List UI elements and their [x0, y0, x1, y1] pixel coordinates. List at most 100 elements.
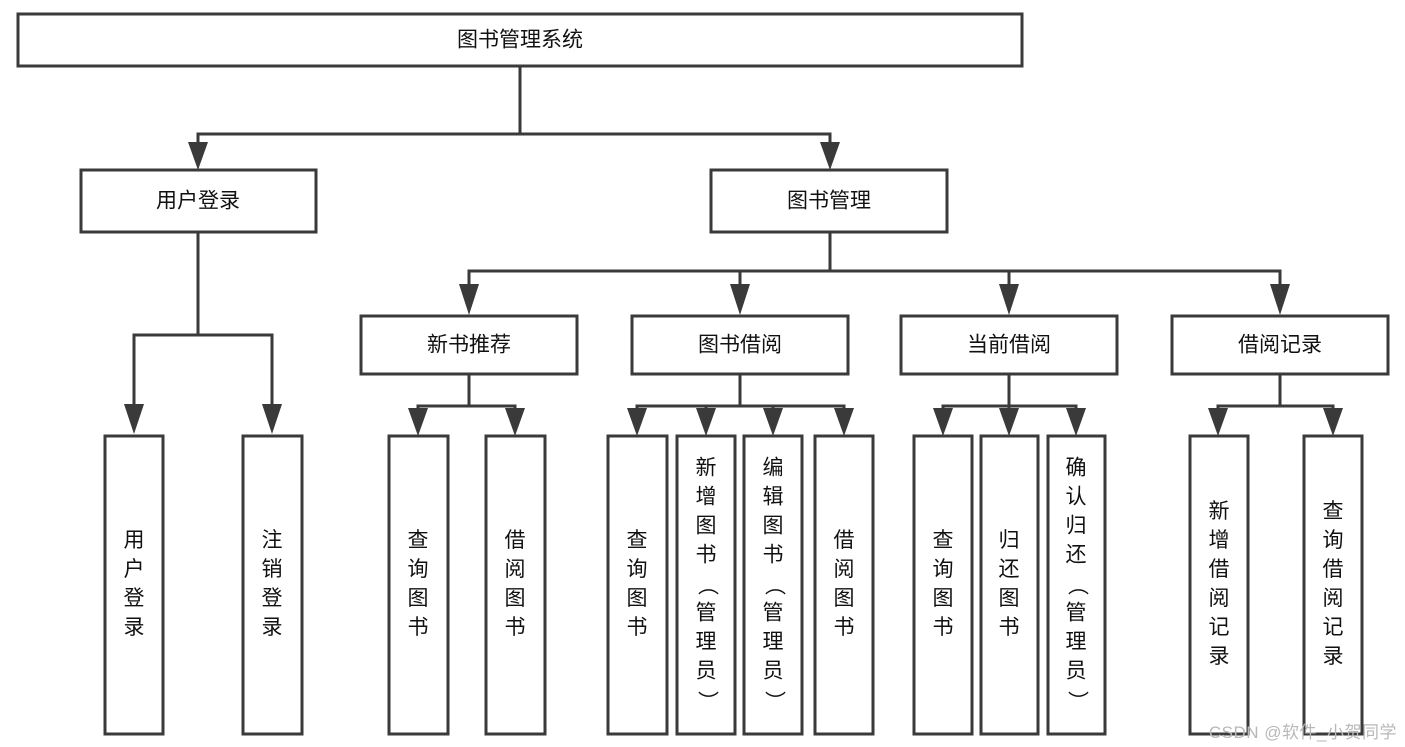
arrow-head-leaf-add-record [1208, 408, 1228, 436]
svg-text:增: 增 [696, 486, 717, 509]
svg-text:）: ） [1065, 691, 1088, 712]
leaf-node-add-book-box[interactable] [675, 434, 737, 736]
svg-text:图: 图 [627, 587, 648, 610]
node-book-management-box[interactable] [709, 168, 949, 234]
arrow-head-leaf-edit-book [763, 408, 783, 436]
node-user-login[interactable]: 用户登录 [79, 168, 318, 234]
svg-text:辑: 辑 [763, 486, 784, 509]
arrow-head-new-book-recommend [459, 284, 479, 315]
svg-text:图: 图 [763, 515, 784, 538]
svg-text:书: 书 [627, 616, 648, 639]
svg-text:录: 录 [262, 616, 283, 639]
node-current-borrow-box[interactable] [899, 314, 1119, 376]
connector-group-borrow-record [1208, 372, 1343, 436]
svg-text:员: 员 [763, 660, 784, 683]
leaf-node-borrow-book-1-box[interactable] [484, 434, 547, 736]
leaf-node-query-book-2-box[interactable] [606, 434, 669, 736]
svg-text:图: 图 [834, 587, 855, 610]
node-borrow-record[interactable]: 借阅记录 [1170, 314, 1390, 376]
svg-text:借: 借 [1323, 558, 1344, 581]
svg-text:询: 询 [627, 558, 648, 581]
svg-text:阅: 阅 [1209, 587, 1230, 610]
svg-text:归: 归 [1066, 515, 1087, 538]
svg-text:用: 用 [124, 529, 145, 552]
leaf-node-confirm-return-box[interactable] [1046, 434, 1107, 736]
node-book-management[interactable]: 图书管理 [709, 168, 949, 234]
leaf-node-user-login-box[interactable] [103, 434, 165, 736]
node-book-borrow[interactable]: 图书借阅 [630, 314, 850, 376]
connector-group-user-login [124, 230, 282, 434]
svg-text:书: 书 [408, 616, 429, 639]
svg-text:员: 员 [1066, 660, 1087, 683]
svg-text:管: 管 [763, 602, 784, 625]
node-borrow-record-label: 借阅记录 [1238, 334, 1322, 357]
svg-text:阅: 阅 [834, 558, 855, 581]
node-borrow-record-box[interactable] [1170, 314, 1390, 376]
arrow-head-leaf-add-book [696, 408, 716, 436]
svg-text:书: 书 [834, 616, 855, 639]
svg-text:书: 书 [933, 616, 954, 639]
leaf-node-borrow-book-2-box[interactable] [813, 434, 875, 736]
node-new-book-recommend-box[interactable] [359, 314, 579, 376]
node-current-borrow[interactable]: 当前借阅 [899, 314, 1119, 376]
svg-text:户: 户 [124, 558, 145, 581]
leaf-node-return-book-box[interactable] [979, 434, 1040, 736]
svg-text:记: 记 [1323, 616, 1344, 639]
node-book-borrow-box[interactable] [630, 314, 850, 376]
svg-text:书: 书 [999, 616, 1020, 639]
leaf-node-edit-book-box[interactable] [742, 434, 804, 736]
svg-text:员: 员 [696, 660, 717, 683]
svg-text:（: （ [762, 575, 785, 596]
node-user-login-box[interactable] [79, 168, 318, 234]
svg-text:）: ） [695, 691, 718, 712]
leaf-node-query-record-box[interactable] [1302, 434, 1364, 736]
svg-text:还: 还 [999, 558, 1020, 581]
leaf-node-logout-box[interactable] [241, 434, 304, 736]
leaf-node-add-record-box[interactable] [1188, 434, 1250, 736]
svg-text:归: 归 [999, 529, 1020, 552]
svg-text:理: 理 [1066, 631, 1087, 654]
svg-text:）: ） [762, 691, 785, 712]
arrow-head-leaf-borrow-book-2 [834, 408, 854, 436]
svg-text:编: 编 [763, 457, 784, 480]
svg-text:阅: 阅 [505, 558, 526, 581]
node-new-book-recommend-label: 新书推荐 [427, 334, 511, 357]
node-root[interactable]: 图书管理系统 [16, 12, 1024, 68]
svg-text:新: 新 [1209, 500, 1230, 523]
leaf-node-query-book-1-box[interactable] [387, 434, 450, 736]
svg-text:确: 确 [1066, 457, 1087, 480]
svg-text:询: 询 [408, 558, 429, 581]
svg-text:注: 注 [262, 529, 283, 552]
svg-text:登: 登 [124, 587, 145, 610]
node-root-box[interactable] [16, 12, 1024, 68]
node-new-book-recommend[interactable]: 新书推荐 [359, 314, 579, 376]
svg-text:理: 理 [696, 631, 717, 654]
svg-text:图: 图 [696, 515, 717, 538]
connector-group-book-borrow [627, 372, 854, 436]
arrow-head-leaf-query-book-3 [933, 408, 953, 436]
leaf-node-query-book-3-box[interactable] [912, 434, 974, 736]
arrow-head-leaf-query-book-1 [408, 408, 428, 436]
svg-text:询: 询 [933, 558, 954, 581]
arrow-head-leaf-confirm-return [1066, 408, 1086, 436]
connector-group-new-book-recommend [408, 372, 525, 436]
svg-text:图: 图 [933, 587, 954, 610]
arrow-head-leaf-user-login [124, 404, 144, 434]
arrow-head-book-management [820, 142, 840, 170]
leaf-node-user-login[interactable]: 用户登录 [103, 434, 165, 736]
